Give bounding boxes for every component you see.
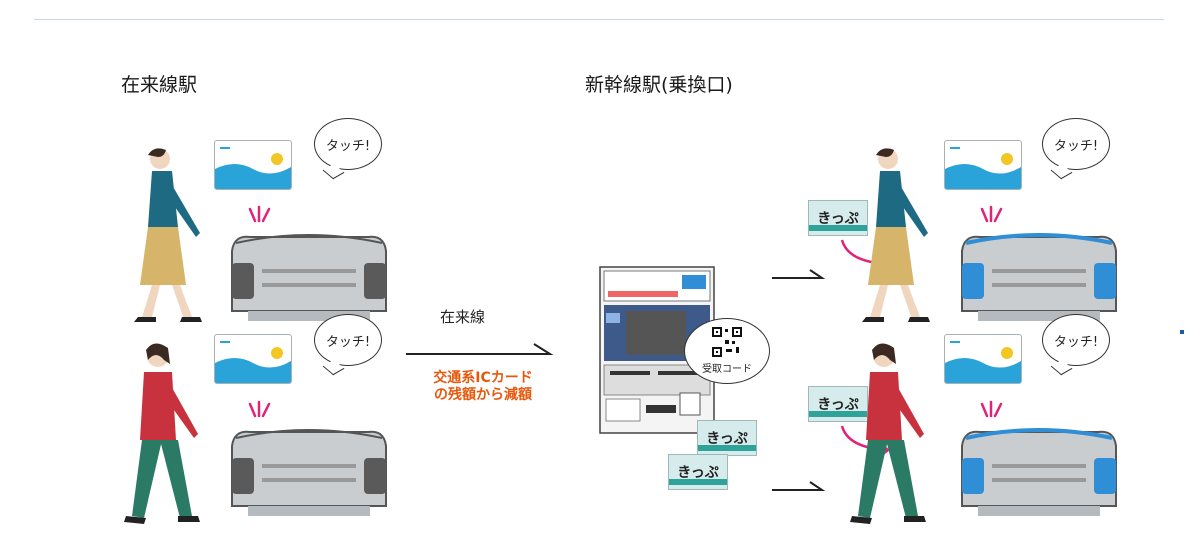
ticket-gate-icon [231, 234, 387, 321]
shinkansen-gate-icon [961, 428, 1117, 516]
qr-code-icon [712, 327, 742, 357]
touch-bubble: タッチ! [314, 314, 382, 376]
touch-spark-icon [248, 400, 271, 418]
flow-arrow-icon [772, 269, 826, 279]
shinkansen-station-heading: 新幹線駅(乗換口) [585, 74, 733, 96]
receipt-code-text: 受取コード [702, 364, 752, 375]
touch-text: タッチ! [325, 138, 371, 154]
edge-marker [1180, 330, 1184, 334]
ticket-card: きっぷ [808, 386, 868, 422]
flow-arrow-icon [772, 481, 826, 491]
top-divider [34, 19, 1164, 20]
ic-card-icon [944, 334, 1022, 384]
touch-text: タッチ! [325, 334, 371, 350]
woman-walking-icon [124, 343, 200, 524]
touch-bubble: タッチ! [314, 118, 382, 180]
touch-spark-icon [248, 205, 271, 223]
ic-card-icon [214, 334, 292, 384]
conventional-station-heading: 在来線駅 [121, 74, 198, 96]
touch-text: タッチ! [1053, 138, 1099, 154]
ticket-card: きっぷ [808, 200, 868, 236]
transfer-arrow-icon [406, 343, 554, 355]
touch-bubble: タッチ! [1042, 118, 1110, 180]
touch-spark-icon [980, 400, 1003, 418]
ic-card-icon [214, 140, 292, 190]
receipt-code-bubble: 受取コード [684, 318, 770, 384]
ticket-card: きっぷ [668, 454, 728, 490]
transfer-line-label: 在来線 [440, 308, 486, 326]
woman-walking-icon [134, 148, 202, 322]
ic-deduction-note: 交通系ICカード の残額から減額 [433, 370, 533, 403]
ticket-gate-icon [231, 429, 387, 516]
ic-card-icon [944, 140, 1022, 190]
woman-walking-icon [850, 343, 926, 524]
shinkansen-gate-icon [961, 233, 1117, 321]
ticket-card: きっぷ [697, 420, 757, 456]
touch-bubble: タッチ! [1042, 314, 1110, 376]
touch-spark-icon [980, 205, 1003, 223]
touch-text: タッチ! [1053, 334, 1099, 350]
woman-walking-icon [862, 148, 930, 322]
